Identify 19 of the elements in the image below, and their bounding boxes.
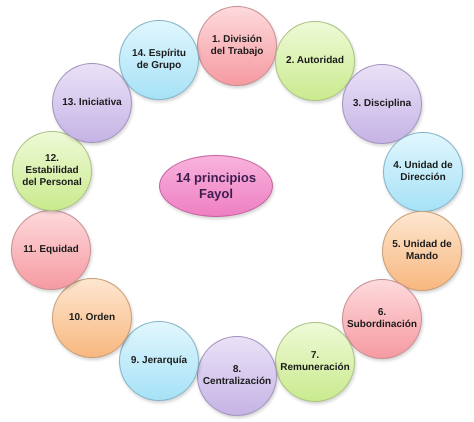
principle-label: 12. Estabilidad del Personal — [21, 153, 83, 189]
principle-circle — [11, 210, 91, 290]
principle-circle — [197, 336, 277, 416]
principle-circle — [382, 211, 462, 291]
principle-label: 9. Jerarquía — [130, 355, 188, 367]
principle-label: 2. Autoridad — [286, 55, 344, 67]
principle-label: 10. Orden — [68, 312, 116, 324]
principle-circle — [197, 6, 277, 86]
principle-label: 7. Remuneración — [279, 350, 351, 374]
principle-label: 5. Unidad de Mando — [391, 239, 453, 263]
principle-label: 1. División del Trabajo — [210, 34, 264, 58]
center-title: 14 principios Fayol — [174, 170, 258, 202]
principle-label: 13. Iniciativa — [62, 97, 122, 109]
principle-label: 3. Disciplina — [352, 98, 412, 110]
principle-label: 6. Subordinación — [346, 307, 418, 331]
principle-label: 4. Unidad de Dirección — [392, 160, 454, 184]
principle-label: 8. Centralización — [202, 364, 272, 388]
principle-label: 14. Espíritu de Grupo — [131, 48, 187, 72]
principle-label: 11. Equidad — [23, 244, 79, 256]
